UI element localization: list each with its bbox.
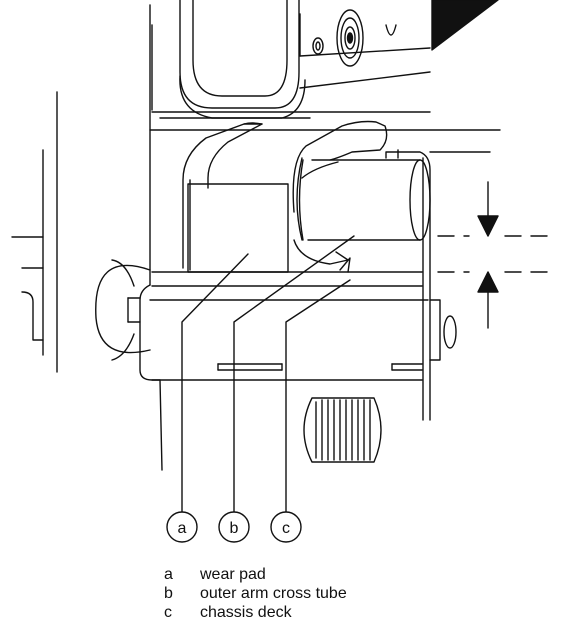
callout-circle-a <box>166 511 198 543</box>
right-bracket <box>385 149 491 421</box>
chassis-deck <box>139 271 429 471</box>
callout-key-b: b <box>230 520 239 537</box>
dimension-arrow-up-icon <box>477 271 499 293</box>
legend-label: outer arm cross tube <box>200 585 347 602</box>
legend-item: b outer arm cross tube <box>164 584 347 603</box>
legend-key: c <box>164 604 172 621</box>
outer-arm-cross-tube <box>292 120 431 273</box>
wear-pad <box>182 122 289 273</box>
legend-label: chassis deck <box>200 604 292 621</box>
left-boss <box>95 259 151 361</box>
callout-legend: a wear pad b outer arm cross tube c chassis… <box>164 565 347 622</box>
dimension-arrow-down-icon <box>477 215 499 237</box>
callout-circle-c <box>270 511 302 543</box>
gap-dimension <box>437 181 556 329</box>
callout-key-a: a <box>178 520 187 537</box>
callout-circle-b <box>218 511 250 543</box>
leader-lines <box>181 235 355 513</box>
legend-key: a <box>164 566 173 583</box>
pivot-bolt <box>312 9 397 67</box>
callout-key-c: c <box>282 520 290 537</box>
direction-arrow-icon <box>431 0 499 51</box>
legend-item: c chassis deck <box>164 603 347 622</box>
legend-key: b <box>164 585 173 602</box>
legend-label: wear pad <box>200 566 266 583</box>
upper-arm-bracket <box>149 0 501 286</box>
left-frame-plate <box>11 91 58 373</box>
knurled-knob <box>303 397 382 463</box>
legend-item: a wear pad <box>164 565 347 584</box>
